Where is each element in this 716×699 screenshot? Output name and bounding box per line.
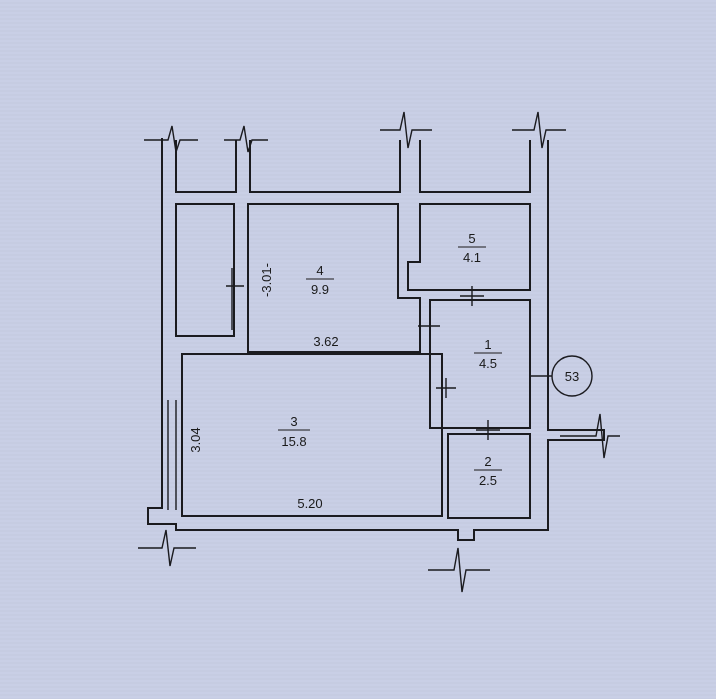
room-3-height-dimension: 3.04 [188,427,203,452]
room-5-label: 5 4.1 [458,231,486,265]
room-4-label: 4 9.9 [306,263,334,297]
door-markers [226,268,500,440]
room-2-area: 2.5 [479,473,497,488]
room-4-width-dimension: 3.62 [313,334,338,349]
room-4-area: 9.9 [311,282,329,297]
room-5-number: 5 [468,231,475,246]
room-1-label: 1 4.5 [474,337,502,371]
room-1-area: 4.5 [479,356,497,371]
room-4-height-dimension: -3.01- [259,263,274,297]
outer-walls [147,138,605,541]
room-2-label: 2 2.5 [474,454,502,488]
interior-walls [175,203,531,519]
apartment-number-circle [551,355,593,397]
room-3-number: 3 [290,414,297,429]
apartment-marker: 53 [530,355,593,397]
room-3-area: 15.8 [281,434,306,449]
room-2-number: 2 [484,454,491,469]
apartment-number: 53 [565,369,579,384]
wall-break-symbols [138,111,620,593]
room-3-width-dimension: 5.20 [297,496,322,511]
room-1-number: 1 [484,337,491,352]
room-5-area: 4.1 [463,250,481,265]
room-4-number: 4 [316,263,323,278]
room-3-label: 3 15.8 [278,414,310,449]
